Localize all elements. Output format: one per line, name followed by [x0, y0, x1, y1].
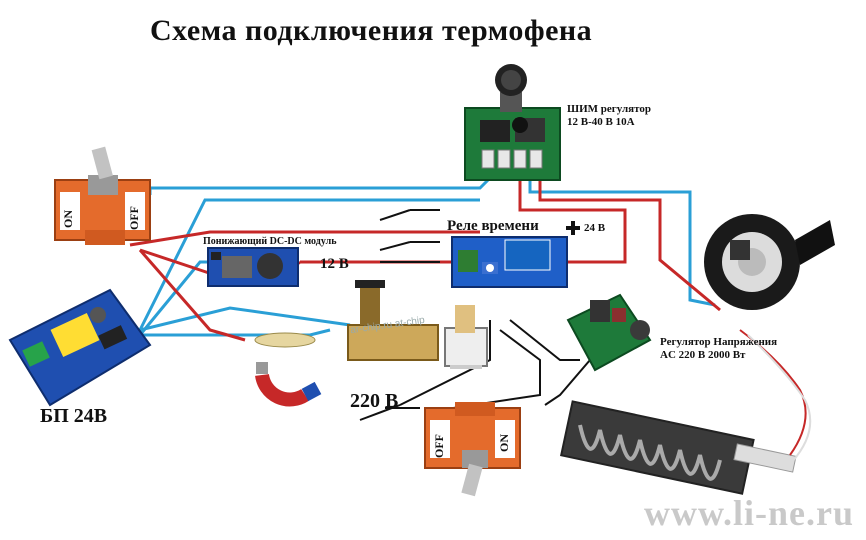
reg-label-line1: Регулятор Напряжения — [660, 336, 778, 348]
dcdc-label: Понижающий DC-DC модуль — [203, 236, 337, 247]
blower-fan — [704, 214, 835, 310]
switch-top-off-label: OFF — [127, 206, 141, 230]
pwm-label-line1: ШИМ регулятор — [567, 103, 651, 115]
solenoid — [347, 280, 439, 361]
toggle-switch-bottom — [424, 402, 521, 497]
psu-label: БП 24В — [40, 405, 108, 427]
reed-switch — [254, 332, 316, 348]
microswitch — [444, 305, 488, 369]
voltage-12-label: 12 В — [320, 256, 349, 272]
horseshoe-magnet-icon — [255, 362, 322, 407]
relay-voltage-label: 24 В — [584, 222, 606, 234]
voltage-regulator-label: Регулятор Напряжения AC 220 В 2000 Вт — [660, 336, 777, 362]
pwm-label-line2: 12 В-40 В 10А — [567, 116, 635, 128]
diagram-title: Схема подключения термофена — [150, 14, 593, 47]
switch-bottom-off-label: OFF — [432, 434, 446, 458]
site-watermark: www.li-ne.ru — [644, 493, 854, 533]
plus-icon — [566, 221, 580, 235]
voltage-regulator — [566, 293, 652, 372]
heating-element — [560, 329, 812, 495]
relay-label: Реле времени — [447, 218, 539, 234]
pwm-regulator-label: ШИМ регулятор 12 В-40 В 10А — [567, 103, 651, 129]
voltage-220-label: 220 В — [350, 390, 399, 412]
toggle-switch-top — [54, 146, 151, 245]
pwm-regulator — [464, 64, 561, 181]
time-relay — [451, 236, 568, 288]
switch-top-on-label: ON — [61, 210, 75, 228]
power-supply — [8, 288, 152, 407]
switch-bottom-on-label: ON — [497, 434, 511, 452]
reg-label-line2: AC 220 В 2000 Вт — [660, 349, 746, 361]
dc-dc-module — [207, 247, 299, 287]
